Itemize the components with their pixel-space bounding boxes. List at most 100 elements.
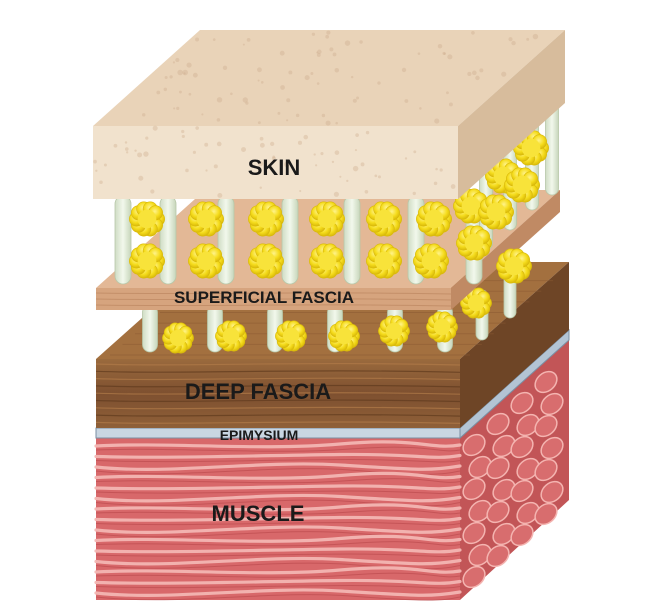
- skin-speckle: [442, 51, 446, 55]
- skin-speckle: [177, 69, 183, 76]
- fat-globule: [129, 243, 165, 279]
- skin-speckle: [532, 33, 539, 40]
- skin-speckle: [156, 90, 161, 95]
- muscle-bundle: [540, 480, 564, 504]
- fat-globule: [309, 243, 345, 279]
- skin-speckle: [181, 134, 185, 139]
- skin-speckle: [182, 69, 188, 76]
- muscle-fiber-edge: [95, 572, 461, 578]
- fat-core: [169, 329, 187, 347]
- skin-speckle: [204, 142, 209, 147]
- fat-core: [464, 233, 484, 253]
- muscle-fiber-edge: [95, 594, 461, 601]
- muscle-bundle: [540, 436, 564, 460]
- skin-speckle: [259, 142, 265, 148]
- skin-speckle: [152, 125, 158, 131]
- skin-speckle: [125, 147, 129, 151]
- skin-speckle: [260, 81, 264, 84]
- fat-globule: [456, 225, 492, 261]
- skin-speckle: [472, 70, 477, 76]
- skin-speckle: [216, 141, 222, 147]
- fat-core: [461, 196, 481, 216]
- muscle-bundle: [492, 478, 516, 502]
- connective-strand: [114, 195, 132, 285]
- fat-core: [424, 209, 444, 229]
- fat-globule: [215, 320, 247, 352]
- upper-subcutaneous-tissue: [114, 94, 559, 285]
- fat-core: [282, 327, 300, 345]
- skin-speckle: [317, 49, 322, 55]
- skin-speckle: [279, 50, 285, 56]
- skin-speckle: [401, 67, 407, 73]
- skin-speckle: [333, 191, 339, 197]
- skin-speckle: [288, 70, 293, 75]
- muscle-fiber-edge: [95, 468, 461, 475]
- muscle-bundle: [486, 500, 510, 524]
- muscle-fiber-edge: [95, 458, 461, 463]
- skin-speckle: [126, 151, 129, 154]
- skin-speckle: [404, 99, 409, 103]
- skin-speckle: [186, 62, 192, 68]
- superficial-grain-line: [95, 304, 452, 307]
- skin-speckle: [475, 75, 480, 81]
- muscle-fiber: [94, 471, 462, 480]
- skin-speckle: [257, 67, 262, 73]
- skin-speckle: [316, 82, 320, 85]
- skin-speckle: [258, 161, 264, 167]
- skin-speckle: [242, 43, 245, 46]
- epimysium-layer: EPIMYSIUM: [95, 328, 570, 443]
- muscle-fiber: [94, 578, 462, 585]
- skin-speckle: [346, 179, 349, 182]
- skin-speckle: [142, 113, 146, 117]
- skin-speckle: [145, 136, 149, 140]
- skin-speckle: [526, 37, 530, 41]
- deep-fascia-label: DEEP FASCIA: [185, 379, 331, 404]
- muscle-fiber-edge: [95, 531, 461, 538]
- skin-speckle: [315, 164, 318, 167]
- muscle-fibers: [94, 440, 462, 601]
- skin-speckle: [257, 121, 261, 125]
- skin-speckle: [95, 169, 98, 172]
- fat-core: [521, 138, 541, 158]
- skin-speckle: [216, 97, 223, 103]
- skin-speckle: [270, 141, 275, 146]
- skin-speckle: [356, 96, 360, 100]
- skin-speckle: [334, 150, 340, 155]
- skin-speckle: [332, 52, 337, 57]
- muscle-fiber-edge: [95, 478, 461, 484]
- skin-top: [93, 30, 565, 126]
- skin-speckle: [297, 140, 303, 145]
- wood-grain-line: [95, 377, 461, 381]
- fat-globule: [416, 201, 452, 237]
- fat-core: [196, 209, 216, 229]
- skin-speckle: [344, 40, 351, 46]
- fat-globule: [188, 243, 224, 279]
- skin-speckle: [321, 113, 326, 118]
- skin-speckle: [217, 192, 223, 198]
- skin-speckle: [310, 71, 314, 75]
- muscle-bundle: [516, 413, 540, 437]
- skin-speckle: [272, 155, 276, 159]
- skin-speckle: [501, 71, 507, 77]
- skin-speckle: [446, 91, 449, 95]
- skin-speckle: [185, 168, 189, 173]
- wood-grain-line: [95, 406, 461, 410]
- epimysium-label: EPIMYSIUM: [220, 427, 299, 443]
- fat-core: [504, 256, 524, 276]
- skin-speckle: [303, 134, 309, 140]
- skin-speckle: [181, 129, 185, 134]
- skin-speckle: [417, 52, 421, 55]
- muscle-fiber: [94, 588, 462, 597]
- skin-speckle: [413, 150, 417, 154]
- wood-grain-line: [95, 384, 461, 388]
- muscle-fiber: [94, 556, 462, 566]
- skin-speckle: [365, 130, 370, 135]
- skin-speckle: [433, 181, 438, 186]
- fat-core: [486, 202, 506, 222]
- connective-strand: [142, 304, 158, 353]
- skin-speckle: [443, 52, 446, 56]
- skin-speckle: [286, 98, 291, 103]
- epimysium-side: [459, 328, 570, 440]
- skin-speckle: [169, 75, 173, 79]
